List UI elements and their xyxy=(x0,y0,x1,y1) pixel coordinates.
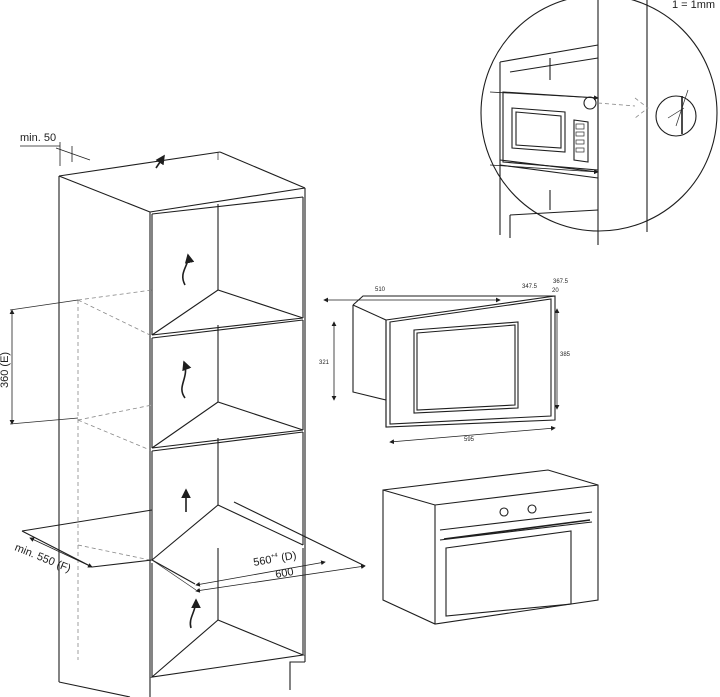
airflow-niche2-arrow xyxy=(181,360,192,399)
dim-niche-height: 360 (E) xyxy=(0,299,79,425)
scale-note: 1 = 1mm xyxy=(672,0,715,11)
body-height-label: 321 xyxy=(319,360,330,366)
width-label: 600 xyxy=(274,566,294,581)
dim-depth-width: 560+4 (D) 600 xyxy=(151,550,366,593)
front-height-label: 385 xyxy=(560,352,571,358)
knob-left-icon xyxy=(499,507,509,517)
dim-min-gap-top: min. 50 xyxy=(20,132,91,166)
depth-510-label: 510 xyxy=(375,287,386,293)
appliance-dimension-view: 510 347.5 367.5 20 321 385 595 xyxy=(319,279,571,445)
front-width-label: 595 xyxy=(464,437,475,443)
min-depth-label: min. 550 (F) xyxy=(13,542,72,575)
airflow-niche1-arrow xyxy=(182,253,195,286)
airflow-arrows xyxy=(155,154,201,629)
detail-inset xyxy=(480,0,718,245)
tall-cabinet xyxy=(58,151,306,697)
airflow-niche4-arrow xyxy=(189,598,201,629)
appliance-perspective xyxy=(382,469,599,625)
dim-min-depth: min. 550 (F) xyxy=(13,501,366,585)
door-depth-label: 347.5 xyxy=(522,284,538,290)
min-gap-top-label: min. 50 xyxy=(20,132,56,144)
total-depth-label: 367.5 xyxy=(553,279,569,285)
depth-d-label: 560+4 (D) xyxy=(252,550,297,569)
niche-height-label: 360 (E) xyxy=(0,352,11,388)
airflow-top-arrow xyxy=(155,154,165,169)
knob-right-icon xyxy=(527,504,537,514)
door-thickness-label: 20 xyxy=(552,288,559,294)
